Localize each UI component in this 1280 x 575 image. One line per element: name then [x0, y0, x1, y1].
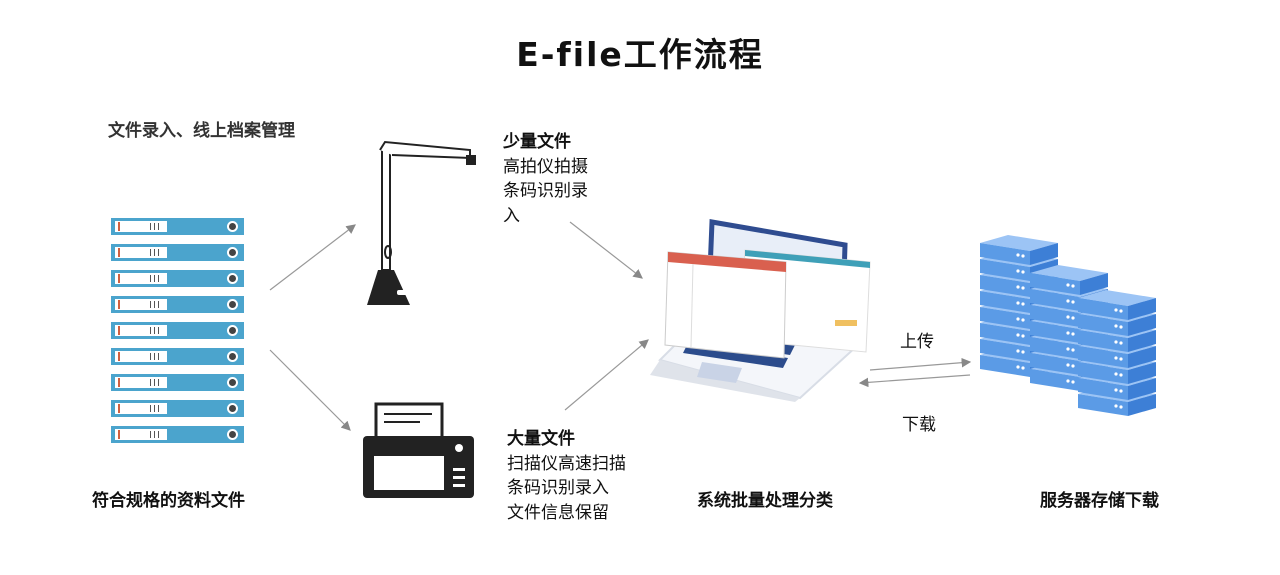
large-line: 条码识别录入: [507, 478, 609, 498]
binder-icon: [111, 218, 244, 235]
document-camera-icon: [367, 140, 476, 305]
arrow-scanner-to-laptop: [564, 339, 649, 411]
server-unit: [1030, 265, 1108, 295]
upload-label: 上传: [900, 332, 934, 352]
small-line: 高拍仪拍摄: [503, 156, 588, 177]
download-label: 下载: [902, 415, 936, 435]
server-unit: [980, 235, 1058, 265]
binder-icon: [111, 270, 244, 287]
large-volume-heading: 大量文件: [507, 429, 575, 449]
subtitle: 文件录入、线上档案管理: [108, 121, 295, 141]
server-unit: [1078, 290, 1156, 320]
upload-arrow: [869, 357, 972, 371]
binder-icon: [111, 244, 244, 261]
page-title: E-file工作流程: [516, 35, 764, 74]
files-label: 符合规格的资料文件: [92, 491, 245, 511]
system-label: 系统批量处理分类: [697, 491, 833, 511]
server-rack-icon: [980, 235, 1156, 416]
binder-icon: [111, 296, 244, 313]
binder-icon: [111, 348, 244, 365]
large-line: 扫描仪高速扫描: [507, 453, 626, 474]
download-arrow: [858, 374, 971, 388]
binder-icon: [111, 426, 244, 443]
large-line: 文件信息保留: [507, 502, 609, 523]
binder-icon: [111, 374, 244, 391]
small-volume-text: 少量文件 高拍仪拍摄 条码识别录 入: [503, 130, 588, 228]
laptop-icon: [650, 219, 871, 402]
binder-icon: [111, 400, 244, 417]
server-label: 服务器存储下载: [1040, 491, 1159, 511]
arrow-to-camera: [269, 224, 356, 291]
large-volume-text: 大量文件 扫描仪高速扫描 条码识别录入 文件信息保留: [507, 427, 626, 525]
scanner-printer-icon: [363, 402, 474, 498]
binder-icon: [111, 322, 244, 339]
small-line: 入: [503, 205, 520, 226]
small-line: 条码识别录: [503, 181, 588, 201]
arrow-to-scanner: [269, 349, 351, 431]
small-volume-heading: 少量文件: [503, 132, 571, 152]
arrow-camera-to-laptop: [569, 221, 643, 279]
